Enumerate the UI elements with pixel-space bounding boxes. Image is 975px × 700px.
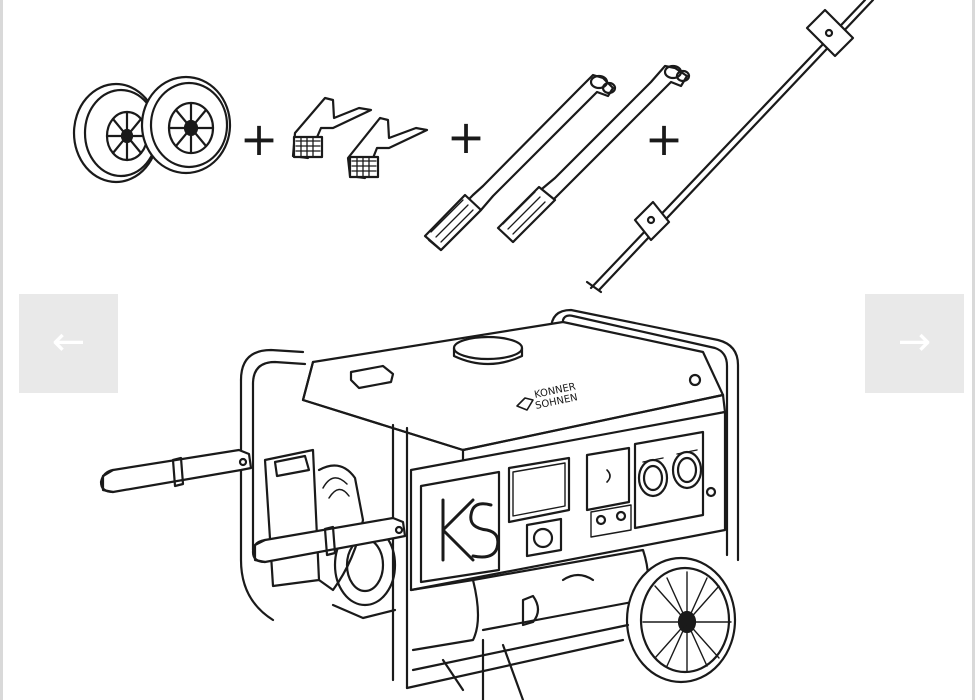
- arrow-left-icon: ←: [51, 318, 86, 365]
- next-image-button[interactable]: →: [865, 294, 964, 393]
- plus-sign-3: +: [645, 112, 684, 166]
- handles-part: [423, 64, 691, 252]
- previous-image-button[interactable]: ←: [19, 294, 118, 393]
- generator-drawing: KONNER SOHNEN: [99, 308, 740, 700]
- axle-rod-part: [585, 0, 875, 294]
- arrow-right-icon: →: [897, 318, 932, 365]
- plus-sign-2: +: [447, 110, 486, 164]
- wheels-part: [72, 75, 232, 184]
- plus-sign-1: +: [240, 112, 279, 166]
- support-feet-part: [291, 96, 429, 180]
- generator-assembly-illustration: + + +: [72, 0, 875, 700]
